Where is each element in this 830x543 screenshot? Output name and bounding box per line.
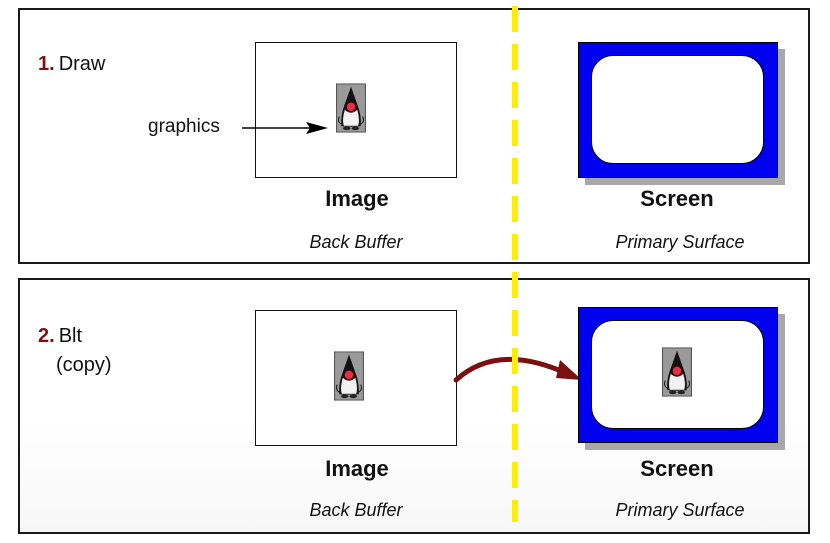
back-buffer-image-1 [255, 42, 457, 178]
arrow-right-icon [242, 122, 328, 134]
step-2-label: 2.Blt [38, 324, 82, 348]
primary-surface-screen-2 [578, 307, 785, 450]
duke-mascot-icon [336, 80, 366, 136]
curved-arrow-icon [453, 356, 582, 383]
step-2-subtitle: (copy) [56, 354, 112, 376]
step-1-label: 1.Draw [38, 52, 105, 76]
duke-mascot-icon [662, 344, 692, 400]
screen-subcaption-2: Primary Surface [615, 500, 745, 520]
screen-caption-1: Screen [640, 186, 714, 211]
step-blt-panel: 2.Blt (copy) Image Back Buffer Screen Pr… [18, 278, 810, 534]
screen-frame [578, 307, 778, 443]
buffer-caption-2: Image [325, 456, 389, 481]
screen-caption-2: Screen [640, 456, 714, 481]
step-draw-panel: 1.Draw graphics Image Back Buffer Screen… [18, 8, 810, 264]
screen-display [591, 320, 764, 429]
back-buffer-image-2 [255, 310, 457, 446]
step-2-number: 2. [38, 325, 55, 347]
buffer-subcaption-1: Back Buffer [309, 232, 403, 252]
duke-mascot-icon [334, 348, 364, 404]
buffer-caption-1: Image [325, 186, 389, 211]
screen-subcaption-1: Primary Surface [615, 232, 745, 252]
screen-display [591, 55, 764, 164]
divider-line [512, 6, 518, 522]
primary-surface-screen-1 [578, 42, 785, 185]
graphics-label: graphics [148, 116, 220, 137]
step-1-title: Draw [58, 53, 106, 75]
buffer-subcaption-2: Back Buffer [309, 500, 403, 520]
step-2-title: Blt [58, 325, 83, 347]
screen-frame [578, 42, 778, 178]
step-1-number: 1. [38, 53, 55, 75]
